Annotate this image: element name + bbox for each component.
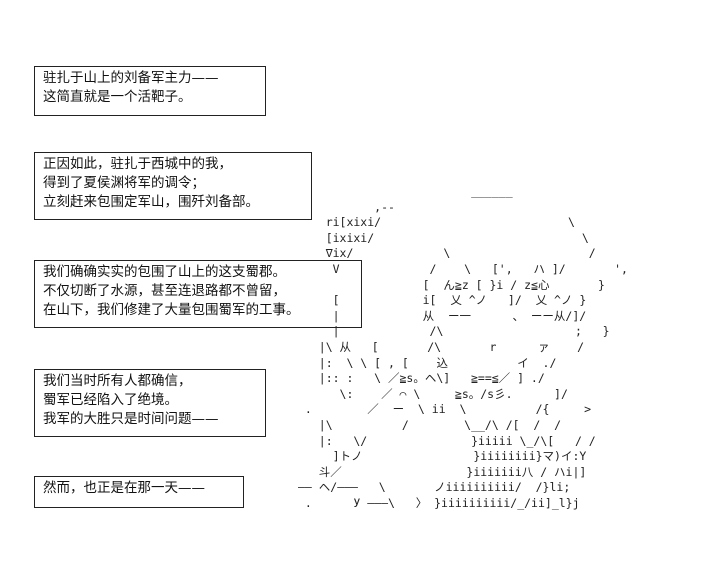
narration-line: 不仅切断了水源，甚至连退路都不曾留， xyxy=(43,283,286,299)
narration-line: 得到了夏侯渊将军的调令； xyxy=(43,175,205,191)
narration-line: 驻扎于山上的刘备军主力—— xyxy=(43,70,219,86)
narration-box-2: 正因如此，驻扎于西城中的我， 得到了夏侯渊将军的调令； 立刻赶来包围定军山，围歼… xyxy=(34,152,312,220)
narration-line: 我们确确实实的包围了山上的这支蜀郡。 xyxy=(43,264,286,280)
narration-line: 我们当时所有人都确信， xyxy=(43,373,192,389)
narration-line: 然而，也正是在那一天—— xyxy=(43,480,205,496)
ascii-art-character: ______ ,-- ri[xixi/ \ [ixixi/ \ ∇ix/ \ /… xyxy=(298,184,628,510)
narration-line: 我军的大胜只是时间问题—— xyxy=(43,411,219,427)
narration-box-1: 驻扎于山上的刘备军主力—— 这简直就是一个活靶子。 xyxy=(34,66,266,116)
narration-line: 这简直就是一个活靶子。 xyxy=(43,89,192,105)
narration-line: 立刻赶来包围定军山，围歼刘备部。 xyxy=(43,194,259,210)
narration-box-3: 我们确确实实的包围了山上的这支蜀郡。 不仅切断了水源，甚至连退路都不曾留， 在山… xyxy=(34,260,362,328)
narration-line: 在山下，我们修建了大量包围蜀军的工事。 xyxy=(43,302,300,318)
narration-line: 正因如此，驻扎于西城中的我， xyxy=(43,156,232,172)
narration-box-5: 然而，也正是在那一天—— xyxy=(34,476,244,508)
narration-line: 蜀军已经陷入了绝境。 xyxy=(43,392,178,408)
narration-box-4: 我们当时所有人都确信， 蜀军已经陷入了绝境。 我军的大胜只是时间问题—— xyxy=(34,369,266,437)
